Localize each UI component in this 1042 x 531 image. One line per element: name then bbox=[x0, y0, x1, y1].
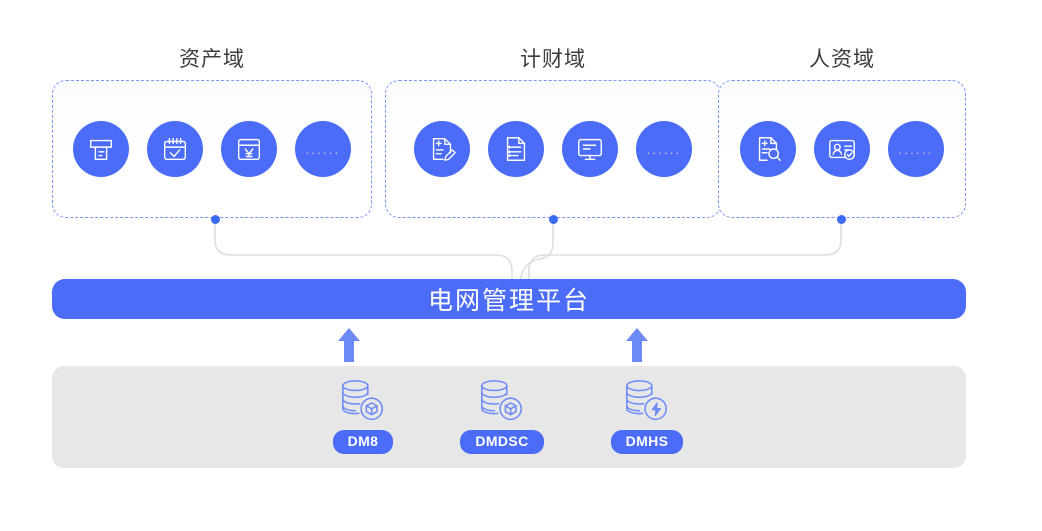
ellipsis-label: ...... bbox=[305, 141, 341, 157]
anchor-dot-finance bbox=[549, 215, 558, 224]
group-title-hr: 人资域 bbox=[809, 47, 875, 71]
database-cube-icon bbox=[342, 380, 384, 421]
icon-row-finance: ...... bbox=[386, 121, 720, 177]
database-item-dm8[interactable]: DM8 bbox=[303, 378, 423, 454]
ellipsis-icon[interactable]: ...... bbox=[888, 121, 944, 177]
domain-box-finance: ...... bbox=[385, 80, 721, 218]
database-item-dmhs[interactable]: DMHS bbox=[587, 378, 707, 454]
anchor-dot-assets bbox=[211, 215, 220, 224]
group-title-assets: 资产域 bbox=[179, 47, 245, 71]
database-lightning-icon bbox=[626, 380, 667, 421]
calendar-check-icon[interactable] bbox=[147, 121, 203, 177]
yuan-window-icon[interactable] bbox=[221, 121, 277, 177]
document-search-icon[interactable] bbox=[740, 121, 796, 177]
id-card-check-icon[interactable] bbox=[814, 121, 870, 177]
database-label-dmhs: DMHS bbox=[610, 430, 684, 454]
ellipsis-label: ...... bbox=[898, 141, 934, 157]
platform-label: 电网管理平台 bbox=[427, 288, 590, 315]
ellipsis-label: ...... bbox=[646, 141, 682, 157]
arrow-up-left bbox=[338, 328, 360, 362]
monitor-report-icon[interactable] bbox=[562, 121, 618, 177]
ellipsis-icon[interactable]: ...... bbox=[636, 121, 692, 177]
arrow-up-right bbox=[626, 328, 648, 362]
group-title-finance: 计财域 bbox=[520, 47, 586, 71]
icon-row-hr: ...... bbox=[719, 121, 965, 177]
platform-bar[interactable]: 电网管理平台 bbox=[52, 279, 966, 319]
database-label-dmdsc: DMDSC bbox=[460, 430, 544, 454]
anchor-dot-hr bbox=[837, 215, 846, 224]
document-list-icon[interactable] bbox=[488, 121, 544, 177]
database-cube-icon bbox=[481, 380, 522, 421]
domain-box-assets: ...... bbox=[52, 80, 372, 218]
database-item-dmdsc[interactable]: DMDSC bbox=[442, 378, 562, 454]
document-edit-icon[interactable] bbox=[414, 121, 470, 177]
ellipsis-icon[interactable]: ...... bbox=[295, 121, 351, 177]
icon-row-assets: ...... bbox=[53, 121, 371, 177]
domain-box-hr: ...... bbox=[718, 80, 966, 218]
database-label-dm8: DM8 bbox=[332, 430, 394, 454]
receipt-printer-icon[interactable] bbox=[73, 121, 129, 177]
